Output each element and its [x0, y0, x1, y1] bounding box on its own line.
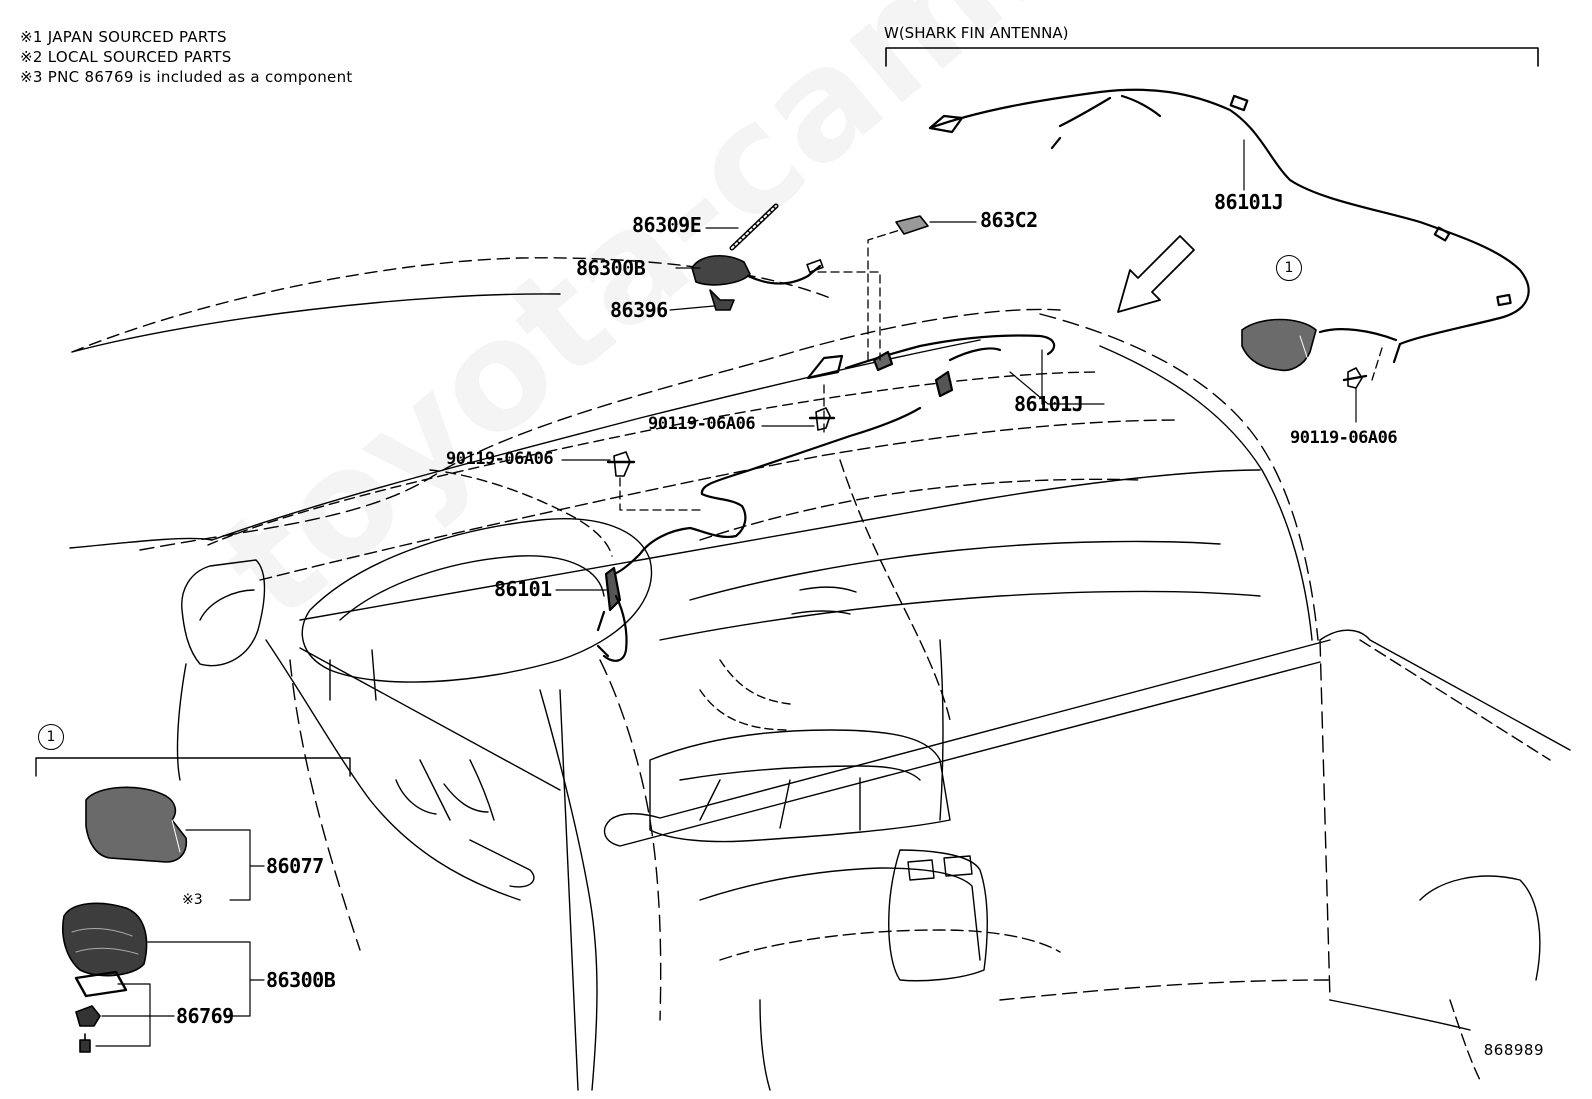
detail-box — [35, 757, 351, 1053]
note-japan-sourced: ※1 JAPAN SOURCED PARTS — [20, 28, 227, 46]
bolt-90119-c — [1342, 367, 1368, 389]
bolt-90119-a — [808, 407, 836, 431]
shark-fin-antenna-upper — [1241, 318, 1317, 372]
detail-marker-box: 1 — [38, 724, 64, 750]
part-86101J-roof[interactable]: 86101J — [1214, 190, 1284, 214]
part-90119-06A06-b[interactable]: 90119-06A06 — [446, 449, 554, 469]
part-86396[interactable]: 86396 — [610, 298, 668, 322]
cable-86101J-roof — [928, 88, 1530, 364]
part-86077[interactable]: 86077 — [266, 854, 324, 878]
section-title: W(SHARK FIN ANTENNA) — [884, 24, 1069, 42]
clip-863C2 — [895, 215, 929, 235]
part-86769[interactable]: 86769 — [176, 1004, 234, 1028]
install-guide-lines — [619, 229, 1383, 511]
cable-86101J-dash — [700, 334, 1056, 496]
leader-lines — [555, 139, 1357, 591]
illustration-id: 868989 — [1483, 1041, 1544, 1059]
part-90119-06A06-c[interactable]: 90119-06A06 — [1290, 428, 1398, 448]
part-86309E[interactable]: 86309E — [632, 213, 702, 237]
section-bracket — [885, 47, 1539, 67]
vehicle-body-outline — [69, 257, 1571, 1091]
part-86101[interactable]: 86101 — [494, 577, 552, 601]
antenna-base-86300B-top — [691, 203, 824, 311]
part-863C2[interactable]: 863C2 — [980, 208, 1038, 232]
part-90119-06A06-a[interactable]: 90119-06A06 — [648, 414, 756, 434]
ref-mark-3: ※3 — [182, 892, 203, 908]
part-86300B-detail[interactable]: 86300B — [266, 968, 336, 992]
part-86101J-dash[interactable]: 86101J — [1014, 392, 1084, 416]
bolt-90119-b — [606, 451, 636, 477]
direction-arrow — [1117, 235, 1195, 313]
detail-marker-upper: 1 — [1276, 255, 1302, 281]
part-86300B-top[interactable]: 86300B — [576, 256, 646, 280]
note-local-sourced: ※2 LOCAL SOURCED PARTS — [20, 48, 232, 66]
cable-86101 — [596, 492, 747, 662]
note-pnc-component: ※3 PNC 86769 is included as a component — [20, 68, 353, 86]
